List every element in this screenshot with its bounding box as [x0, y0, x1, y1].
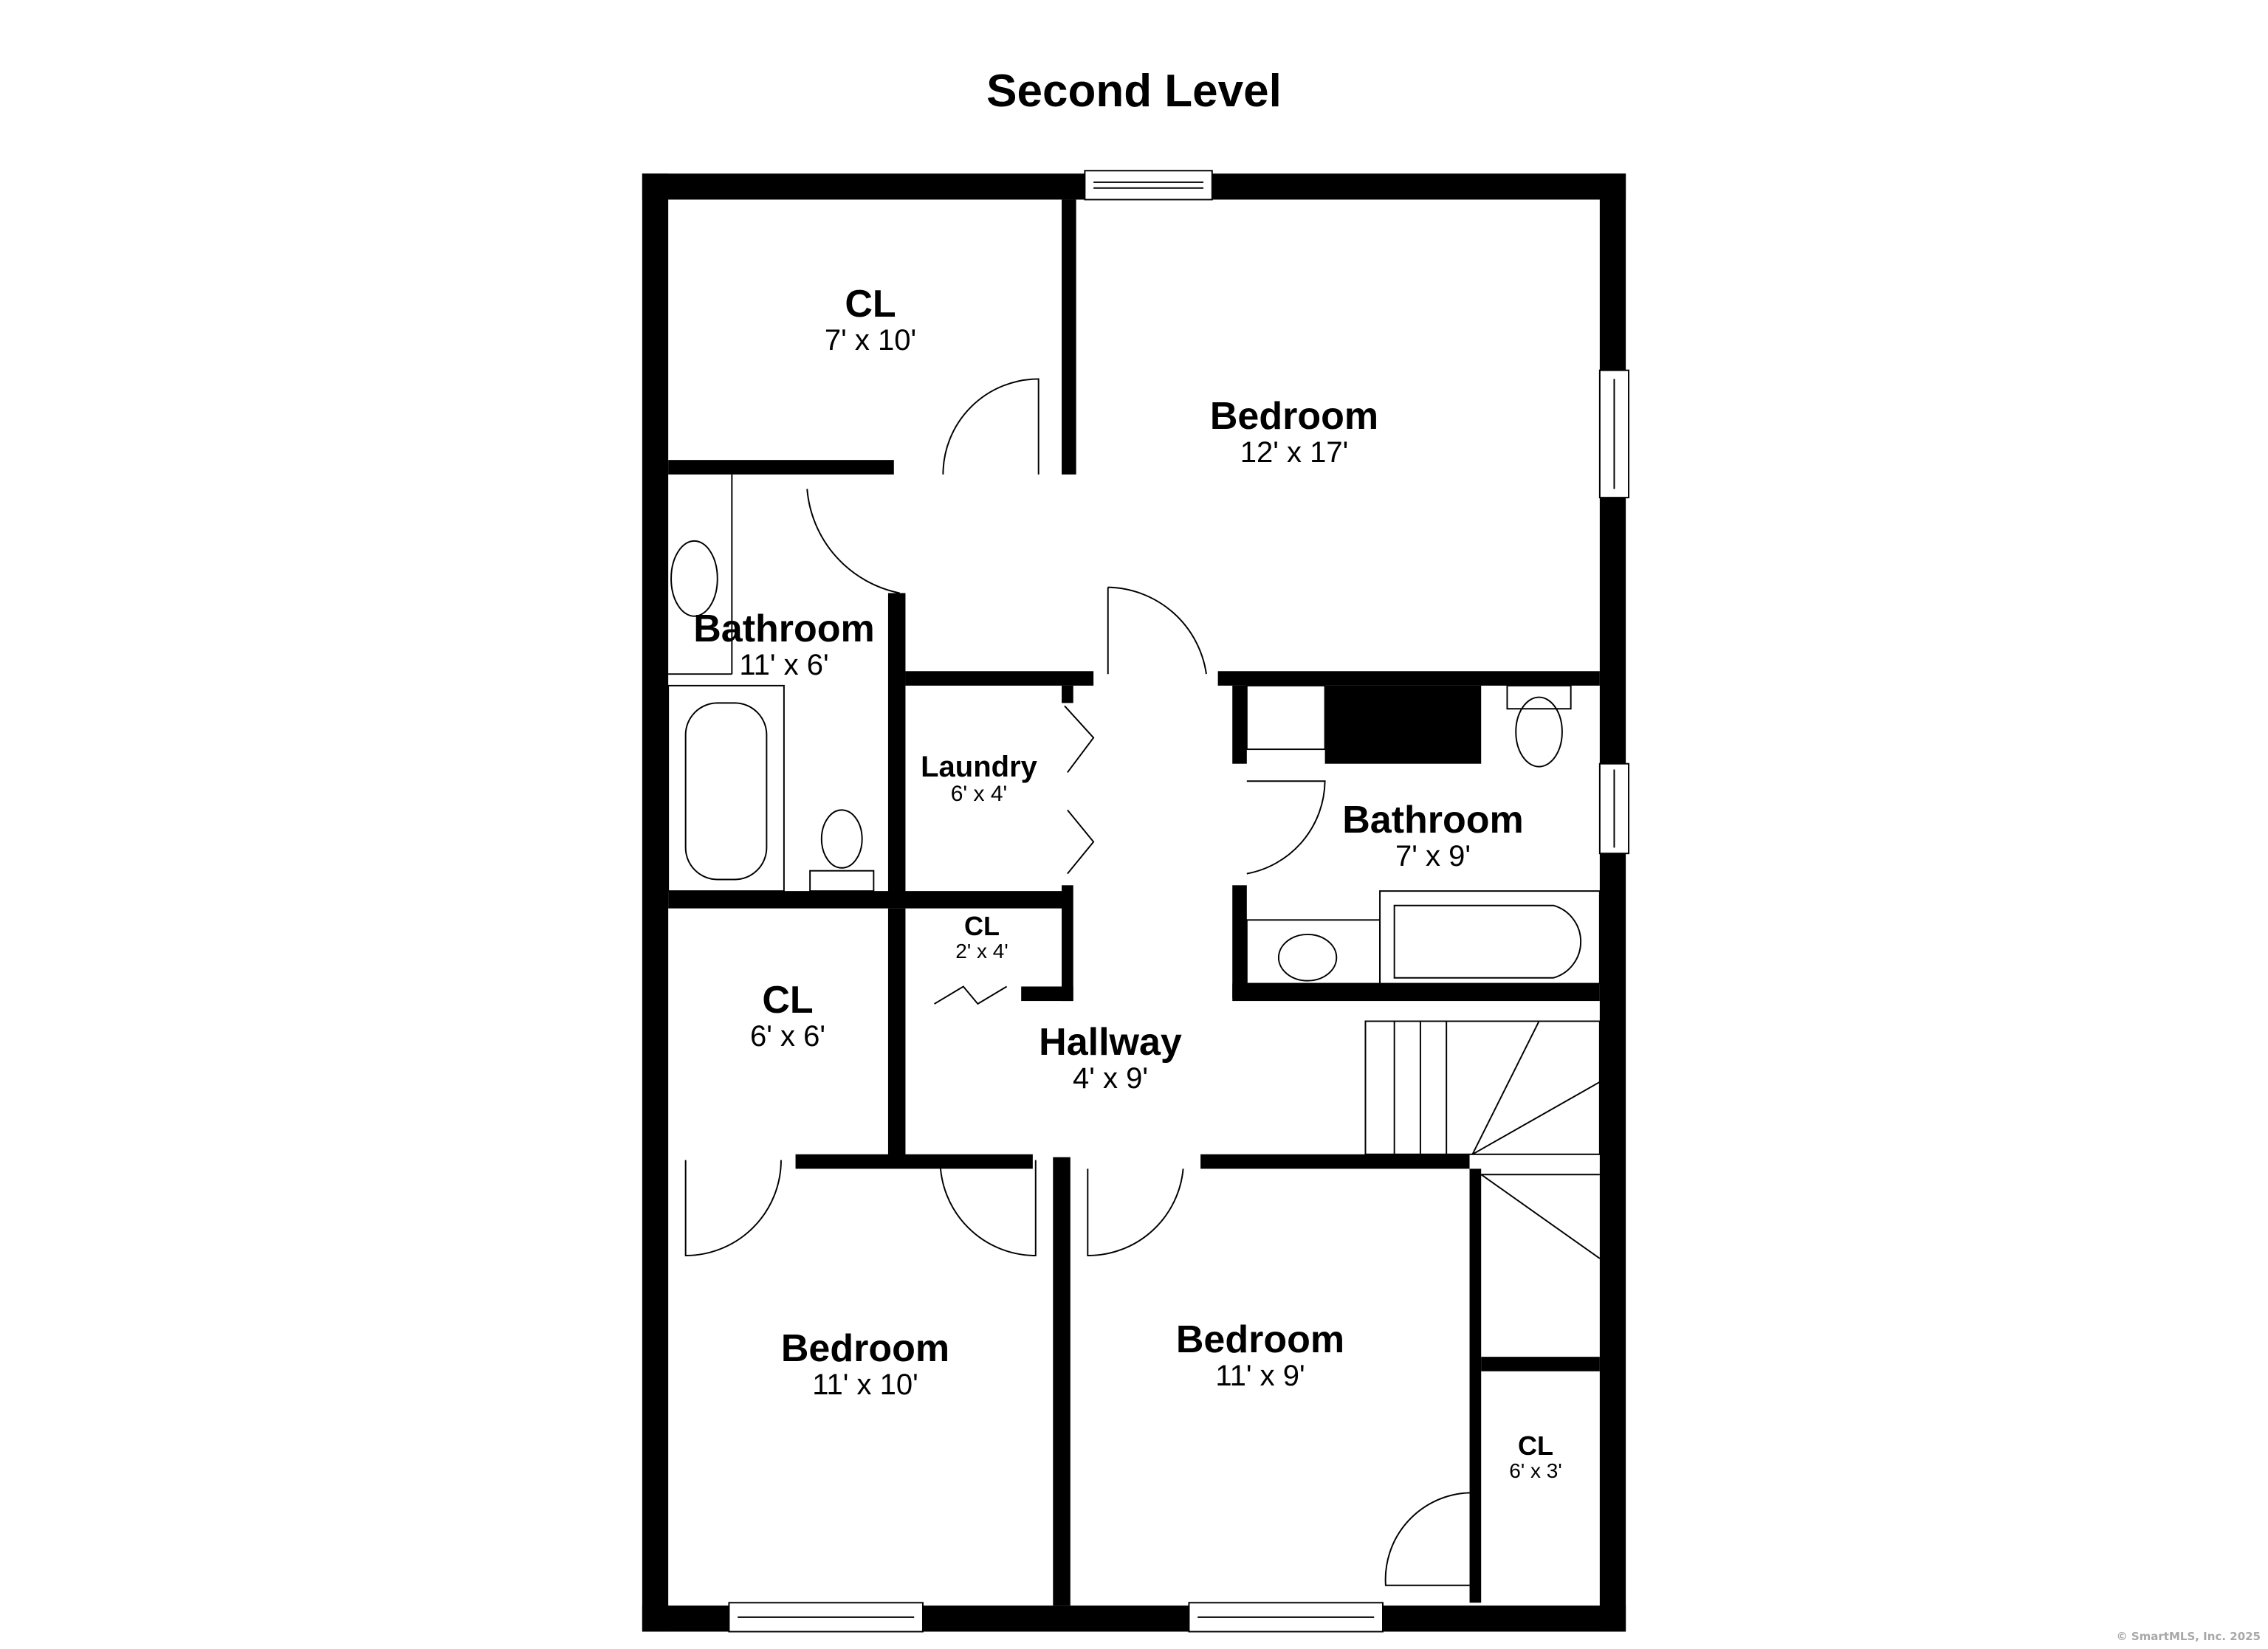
- fixtures: [667, 474, 1601, 1259]
- room-name: Bedroom: [780, 1327, 950, 1370]
- room-label-cl-top: CL 7' x 10': [825, 284, 916, 356]
- walls: [642, 173, 1626, 1632]
- room-label-cl-mid: CL 6' x 6': [750, 980, 825, 1052]
- room-name: Bathroom: [1342, 799, 1524, 841]
- room-label-bathroom-left: Bathroom 11' x 6': [693, 609, 875, 681]
- room-label-hallway: Hallway 4' x 9': [1039, 1022, 1182, 1094]
- room-name: CL: [762, 979, 814, 1022]
- room-name: CL: [1518, 1431, 1553, 1461]
- room-dimensions: 12' x 17': [1240, 436, 1349, 469]
- room-label-laundry: Laundry 6' x 4': [921, 751, 1037, 806]
- room-dimensions: 7' x 9': [1395, 839, 1471, 872]
- doors: [684, 378, 1470, 1586]
- room-dimensions: 2' x 4': [955, 939, 1008, 963]
- room-dimensions: 4' x 9': [1073, 1061, 1148, 1095]
- room-dimensions: 7' x 10': [824, 323, 917, 357]
- room-name: Laundry: [921, 751, 1037, 783]
- room-name: Bathroom: [693, 607, 875, 650]
- room-name: Bedroom: [1209, 395, 1379, 438]
- room-dimensions: 6' x 3': [1509, 1459, 1562, 1482]
- room-label-bathroom-right: Bathroom 7' x 9': [1342, 800, 1524, 872]
- room-name: Bedroom: [1175, 1318, 1345, 1361]
- room-label-bedroom-se: Bedroom 11' x 9': [1176, 1320, 1344, 1391]
- room-name: CL: [845, 283, 896, 326]
- room-dimensions: 6' x 6': [750, 1019, 825, 1053]
- room-label-cl-se: CL 6' x 3': [1509, 1432, 1561, 1481]
- room-name: Hallway: [1039, 1021, 1182, 1064]
- room-label-bedroom-sw: Bedroom 11' x 10': [781, 1329, 949, 1400]
- room-label-cl-small: CL 2' x 4': [955, 912, 1008, 962]
- room-dimensions: 11' x 9': [1215, 1359, 1305, 1392]
- room-name: CL: [964, 911, 1000, 941]
- copyright-notice: © SmartMLS, Inc. 2025: [2116, 1630, 2261, 1643]
- room-dimensions: 11' x 6': [739, 648, 829, 681]
- page-title: Second Level: [986, 66, 1282, 117]
- windows: [728, 170, 1630, 1633]
- room-dimensions: 11' x 10': [812, 1368, 918, 1401]
- room-label-bedroom-main: Bedroom 12' x 17': [1210, 396, 1378, 468]
- room-dimensions: 6' x 4': [950, 782, 1008, 806]
